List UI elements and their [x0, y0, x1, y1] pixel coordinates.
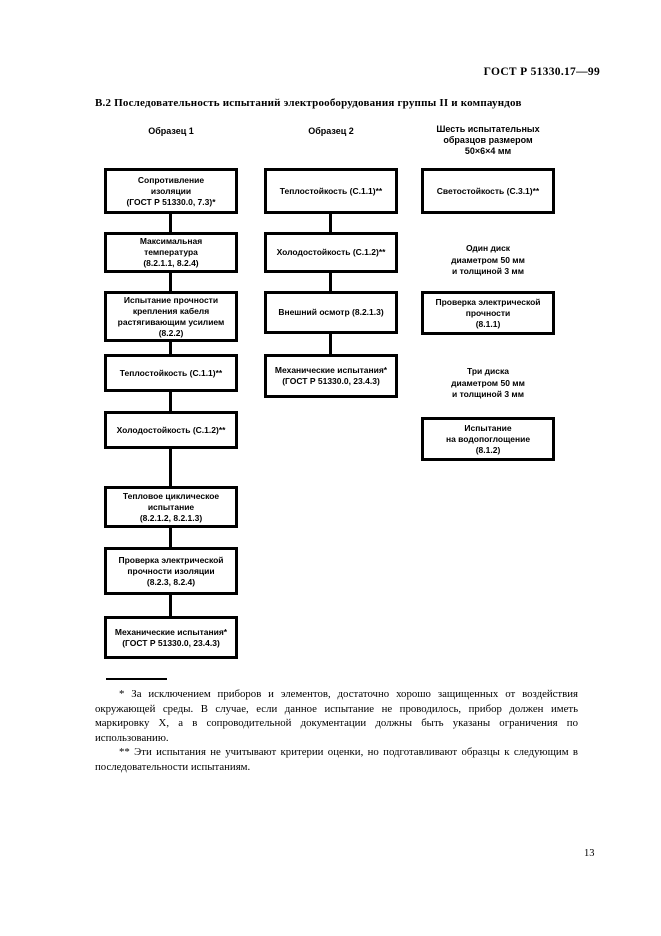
flow-connector	[169, 212, 172, 234]
box-thermal-cycling: Тепловое циклическое испытание (8.2.1.2,…	[104, 486, 238, 528]
section-title: В.2 Последовательность испытаний электро…	[95, 97, 522, 109]
box-cold-resistance-sample1: Холодостойкость (С.1.2)**	[104, 411, 238, 449]
column-header-sample1: Образец 1	[148, 126, 194, 136]
box-dielectric-strength: Проверка электрической прочности (8.1.1)	[421, 291, 555, 335]
footnote-divider	[106, 678, 167, 680]
box-mechanical-tests-sample2: Механические испытания* (ГОСТ Р 51330.0,…	[264, 354, 398, 398]
box-heat-resistance-sample2: Теплостойкость (С.1.1)**	[264, 168, 398, 214]
box-water-absorption: Испытание на водопоглощение (8.1.2)	[421, 417, 555, 461]
flow-connector	[169, 390, 172, 413]
flow-connector	[329, 212, 332, 234]
flow-connector	[329, 271, 332, 293]
box-visual-inspection: Внешний осмотр (8.2.1.3)	[264, 291, 398, 334]
box-insulation-resistance: Сопротивление изоляции (ГОСТ Р 51330.0, …	[104, 168, 238, 214]
box-cable-pull-test: Испытание прочности крепления кабеля рас…	[104, 291, 238, 342]
flow-connector	[169, 340, 172, 356]
box-heat-resistance-sample1: Теплостойкость (С.1.1)**	[104, 354, 238, 392]
box-mechanical-tests-sample1: Механические испытания* (ГОСТ Р 51330.0,…	[104, 616, 238, 659]
flow-connector	[169, 592, 172, 618]
column-header-six-samples: Шесть испытательных образцов размером 50…	[436, 124, 540, 156]
footnote-double-asterisk: ** Эти испытания не учитывают критерии о…	[95, 746, 578, 773]
box-cold-resistance-sample2: Холодостойкость (С.1.2)**	[264, 232, 398, 273]
flow-connector	[169, 526, 172, 549]
flow-connector	[169, 447, 172, 488]
box-light-resistance: Светостойкость (С.3.1)**	[421, 168, 555, 214]
footnotes-block: * За исключением приборов и элементов, д…	[95, 687, 578, 775]
footnote-single-asterisk: * За исключением приборов и элементов, д…	[95, 688, 578, 744]
column-header-sample2: Образец 2	[308, 126, 354, 136]
flow-connector	[329, 332, 332, 356]
page-number: 13	[584, 848, 595, 859]
box-dielectric-strength-insulation: Проверка электрической прочности изоляци…	[104, 547, 238, 595]
flow-connector	[169, 271, 172, 293]
box-max-temperature: Максимальная температура (8.2.1.1, 8.2.4…	[104, 232, 238, 273]
note-three-discs: Три диска диаметром 50 мм и толщиной 3 м…	[451, 366, 525, 399]
note-one-disc: Один диск диаметром 50 мм и толщиной 3 м…	[451, 243, 525, 276]
standard-number: ГОСТ Р 51330.17—99	[483, 66, 600, 78]
